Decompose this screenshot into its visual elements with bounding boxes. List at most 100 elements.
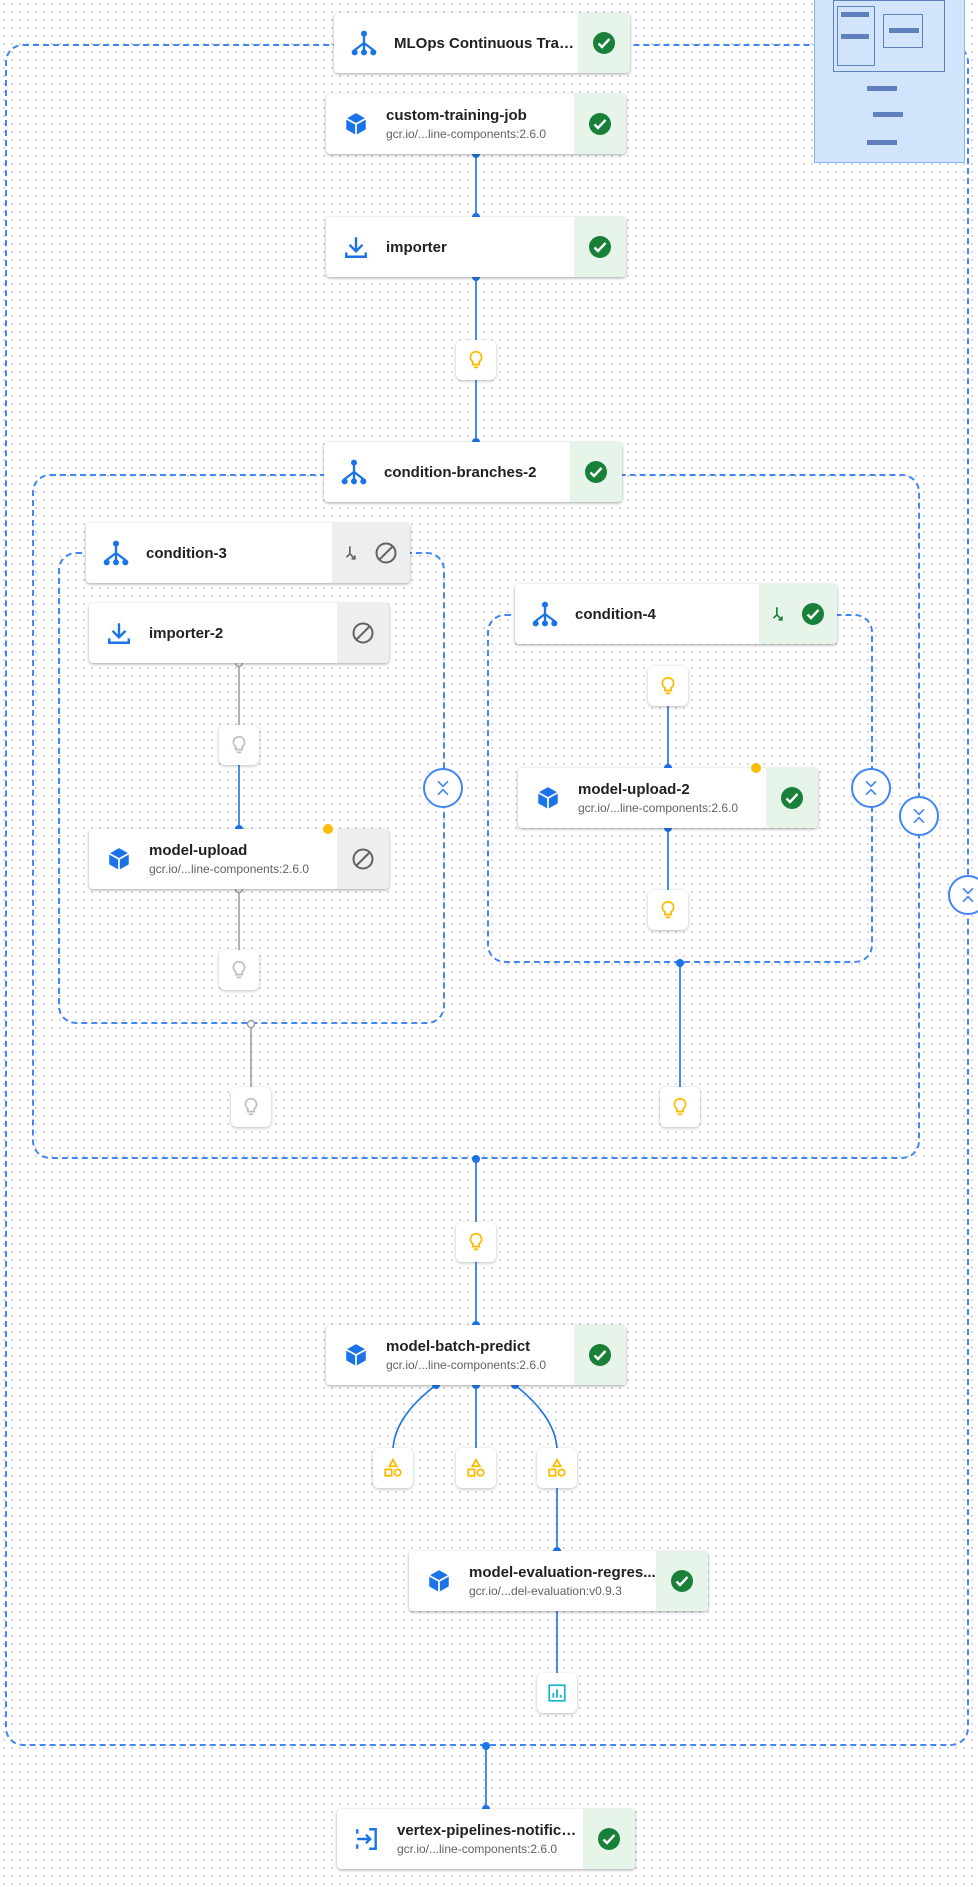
lightbulb-icon xyxy=(661,900,675,919)
dataset-artifact[interactable] xyxy=(373,1448,413,1488)
check-circle-icon xyxy=(598,1828,620,1850)
model-artifact[interactable] xyxy=(648,666,688,706)
status-badge xyxy=(759,584,837,644)
condition-3-node[interactable]: condition-3 xyxy=(86,523,410,583)
check-circle-icon xyxy=(802,603,824,625)
node-title: condition-4 xyxy=(575,605,656,623)
cube-icon xyxy=(326,1342,386,1368)
download-icon xyxy=(89,620,149,646)
status-badge xyxy=(570,442,622,502)
collapse-icon xyxy=(962,887,974,903)
check-circle-icon xyxy=(593,32,615,54)
shapes-icon xyxy=(384,1457,402,1477)
lightbulb-icon xyxy=(469,1232,483,1251)
model-artifact[interactable] xyxy=(219,725,259,765)
node-subtitle: gcr.io/...del-evaluation:v0.9.3 xyxy=(469,1584,622,1598)
cube-icon xyxy=(518,785,578,811)
node-subtitle: gcr.io/...line-components:2.6.0 xyxy=(397,1842,558,1856)
status-badge xyxy=(337,829,389,889)
node-title: vertex-pipelines-notificat... xyxy=(397,1822,583,1839)
collapse-icon xyxy=(437,780,449,796)
node-title: condition-3 xyxy=(146,544,227,562)
collapse-pipeline-button[interactable] xyxy=(948,875,978,915)
check-circle-icon xyxy=(589,1344,611,1366)
warning-dot xyxy=(751,763,761,773)
model-artifact[interactable] xyxy=(456,1222,496,1262)
check-circle-icon xyxy=(585,461,607,483)
model-batch-predict-node[interactable]: model-batch-predict gcr.io/...line-compo… xyxy=(326,1325,626,1385)
status-badge xyxy=(574,1325,626,1385)
exit-icon xyxy=(337,1826,397,1852)
model-artifact[interactable] xyxy=(219,950,259,990)
condition-branch-icon xyxy=(772,607,783,621)
lightbulb-icon xyxy=(232,960,246,979)
node-subtitle: gcr.io/...line-components:2.6.0 xyxy=(386,1358,547,1372)
node-title: condition-branches-2 xyxy=(384,463,537,481)
lightbulb-icon xyxy=(232,735,246,754)
check-circle-icon xyxy=(589,113,611,135)
node-title: importer-2 xyxy=(149,624,224,642)
node-title: MLOps Continuous Traini... xyxy=(394,34,578,52)
lightbulb-icon xyxy=(469,350,483,369)
collapse-condition-4-button[interactable] xyxy=(851,768,891,808)
status-badge xyxy=(583,1809,635,1869)
warning-dot xyxy=(323,824,333,834)
skipped-icon xyxy=(375,542,397,564)
node-title: model-evaluation-regres... xyxy=(469,1564,656,1581)
importer-2-node[interactable]: importer-2 xyxy=(89,603,389,663)
dataset-artifact[interactable] xyxy=(537,1448,577,1488)
minimap[interactable] xyxy=(814,0,965,163)
shapes-icon xyxy=(467,1457,485,1477)
pipeline-icon xyxy=(515,600,575,628)
node-title: custom-training-job xyxy=(386,107,527,124)
model-artifact[interactable] xyxy=(231,1087,271,1127)
collapse-icon xyxy=(865,780,877,796)
condition-4-node[interactable]: condition-4 xyxy=(515,584,837,644)
status-badge xyxy=(574,217,626,277)
skipped-icon xyxy=(352,622,374,644)
pipeline-icon xyxy=(86,539,146,567)
collapse-condition-3-button[interactable] xyxy=(423,768,463,808)
status-badge xyxy=(656,1551,708,1611)
status-badge xyxy=(332,523,410,583)
model-artifact[interactable] xyxy=(648,890,688,930)
dataset-artifact[interactable] xyxy=(456,1448,496,1488)
metrics-artifact[interactable] xyxy=(537,1673,577,1713)
condition-branch-icon xyxy=(345,546,356,560)
model-upload-node[interactable]: model-upload gcr.io/...line-components:2… xyxy=(89,829,389,889)
node-subtitle: gcr.io/...line-components:2.6.0 xyxy=(149,862,310,876)
pipeline-icon xyxy=(334,29,394,57)
pipeline-icon xyxy=(324,458,384,486)
node-title: model-upload-2 xyxy=(578,781,690,798)
status-badge xyxy=(574,94,626,154)
status-badge xyxy=(766,768,818,828)
cube-icon xyxy=(326,111,386,137)
condition-branches-2-node[interactable]: condition-branches-2 xyxy=(324,442,622,502)
lightbulb-icon xyxy=(673,1097,687,1116)
model-artifact[interactable] xyxy=(660,1087,700,1127)
check-circle-icon xyxy=(671,1570,693,1592)
custom-training-job-node[interactable]: custom-training-job gcr.io/...line-compo… xyxy=(326,94,626,154)
cube-icon xyxy=(409,1568,469,1594)
model-evaluation-node[interactable]: model-evaluation-regres... gcr.io/...del… xyxy=(409,1551,708,1611)
importer-node[interactable]: importer xyxy=(326,217,626,277)
node-subtitle: gcr.io/...line-components:2.6.0 xyxy=(386,127,547,141)
check-circle-icon xyxy=(589,236,611,258)
collapse-condition-branches-button[interactable] xyxy=(899,796,939,836)
skipped-icon xyxy=(352,848,374,870)
pipeline-root-node[interactable]: MLOps Continuous Traini... xyxy=(334,13,630,73)
vertex-pipelines-notification-node[interactable]: vertex-pipelines-notificat... gcr.io/...… xyxy=(337,1809,635,1869)
node-title: model-batch-predict xyxy=(386,1338,531,1355)
collapse-icon xyxy=(913,808,925,824)
bar-chart-icon xyxy=(548,1684,566,1702)
node-title: importer xyxy=(386,238,447,256)
status-badge xyxy=(578,13,630,73)
model-upload-2-node[interactable]: model-upload-2 gcr.io/...line-components… xyxy=(518,768,818,828)
status-badge xyxy=(337,603,389,663)
model-artifact[interactable] xyxy=(456,340,496,380)
download-icon xyxy=(326,234,386,260)
cube-icon xyxy=(89,846,149,872)
lightbulb-icon xyxy=(661,676,675,695)
node-subtitle: gcr.io/...line-components:2.6.0 xyxy=(578,801,739,815)
